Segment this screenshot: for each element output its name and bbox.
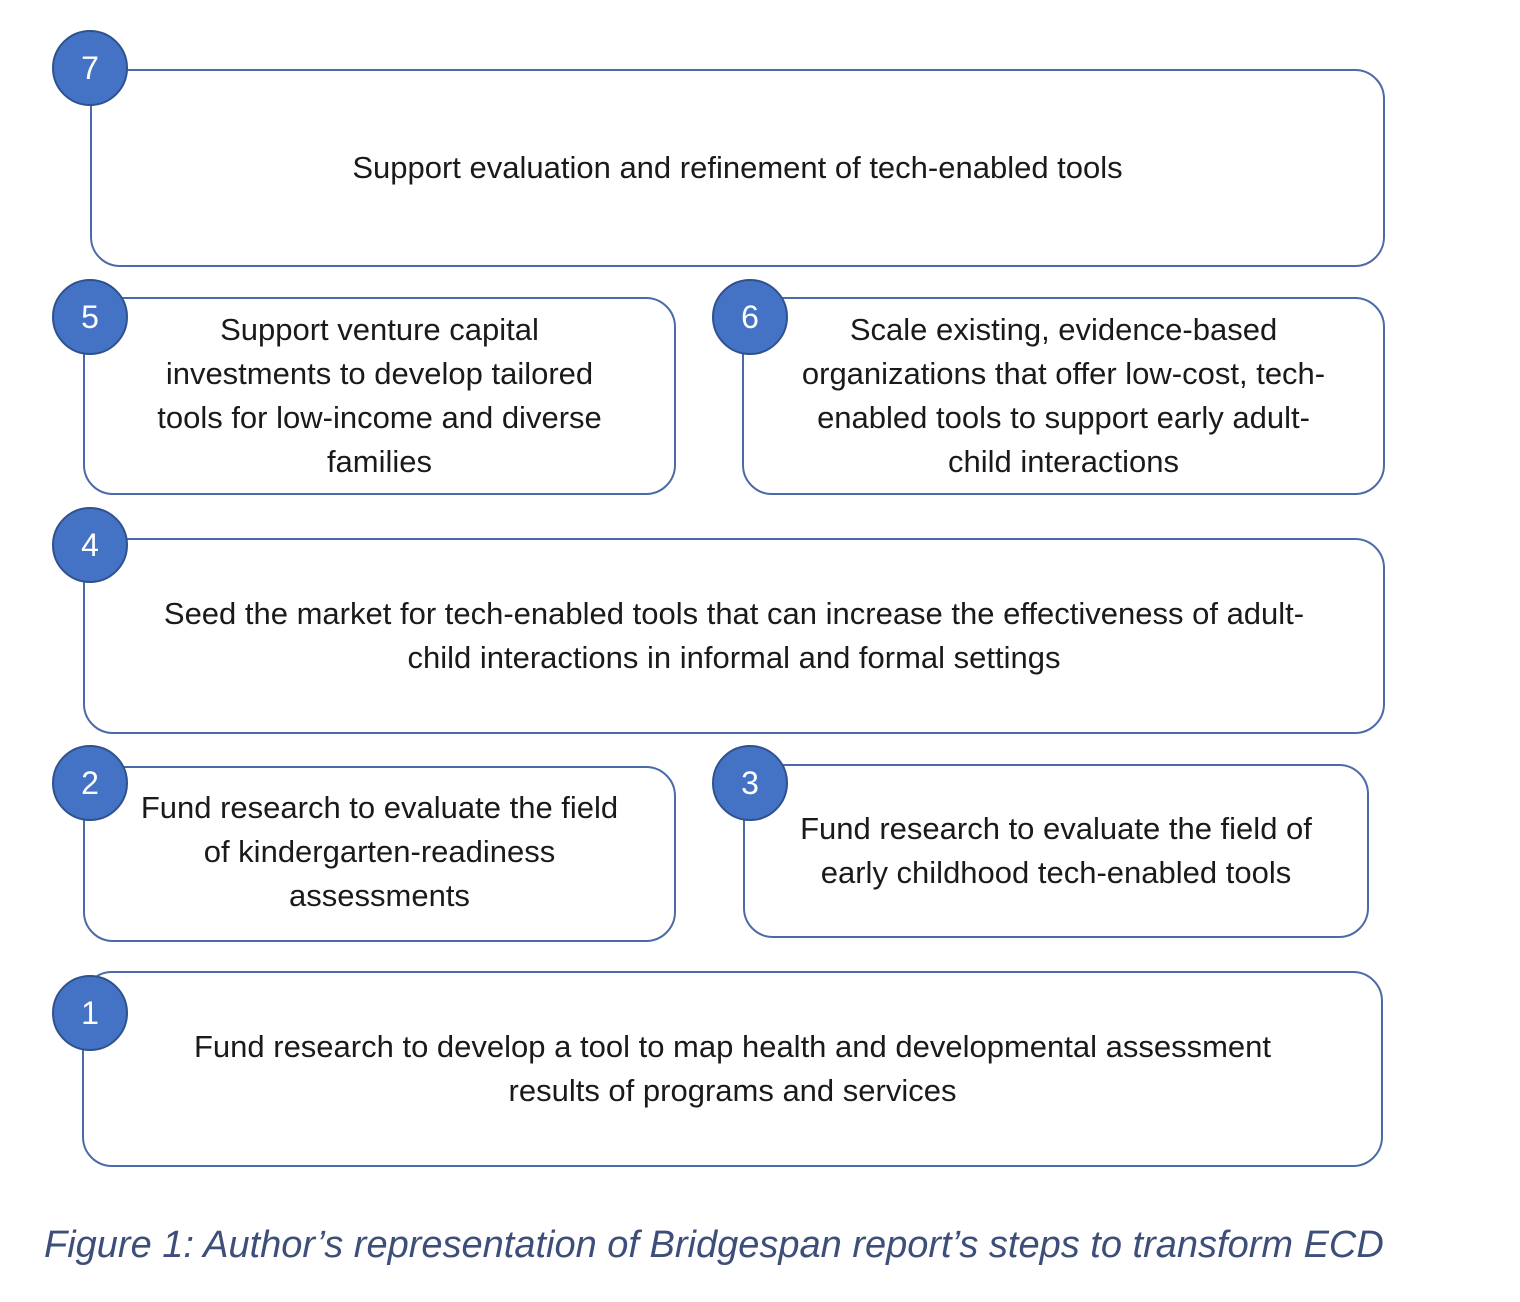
step-6-text: Scale existing, evidence-based organizat…: [801, 312, 1326, 479]
step-5-text: Support venture capital investments to d…: [157, 312, 602, 479]
step-3-box: Fund research to evaluate the field of e…: [743, 764, 1369, 938]
step-2-box: Fund research to evaluate the field of k…: [83, 766, 676, 942]
step-4-box: Seed the market for tech-enabled tools t…: [83, 538, 1385, 734]
step-1-box: Fund research to develop a tool to map h…: [82, 971, 1383, 1167]
step-2-number-badge: 2: [52, 745, 128, 821]
step-4-number-badge: 4: [52, 507, 128, 583]
figure-caption: Figure 1: Author’s representation of Bri…: [44, 1224, 1384, 1266]
step-4-text: Seed the market for tech-enabled tools t…: [163, 596, 1305, 675]
step-6-number-badge: 6: [712, 279, 788, 355]
step-5-box: Support venture capital investments to d…: [83, 297, 676, 495]
step-3-text: Fund research to evaluate the field of e…: [800, 811, 1312, 890]
steps-diagram: Support evaluation and refinement of tec…: [52, 30, 1385, 1167]
step-1-text: Fund research to develop a tool to map h…: [193, 1029, 1272, 1108]
step-5-number-badge: 5: [52, 279, 128, 355]
step-7-number-badge: 7: [52, 30, 128, 106]
step-7-text: Support evaluation and refinement of tec…: [352, 150, 1123, 185]
step-2-text: Fund research to evaluate the field of k…: [140, 790, 619, 913]
step-3-number-badge: 3: [712, 745, 788, 821]
step-1-number-badge: 1: [52, 975, 128, 1051]
step-7-box: Support evaluation and refinement of tec…: [90, 69, 1385, 267]
step-6-box: Scale existing, evidence-based organizat…: [742, 297, 1385, 495]
